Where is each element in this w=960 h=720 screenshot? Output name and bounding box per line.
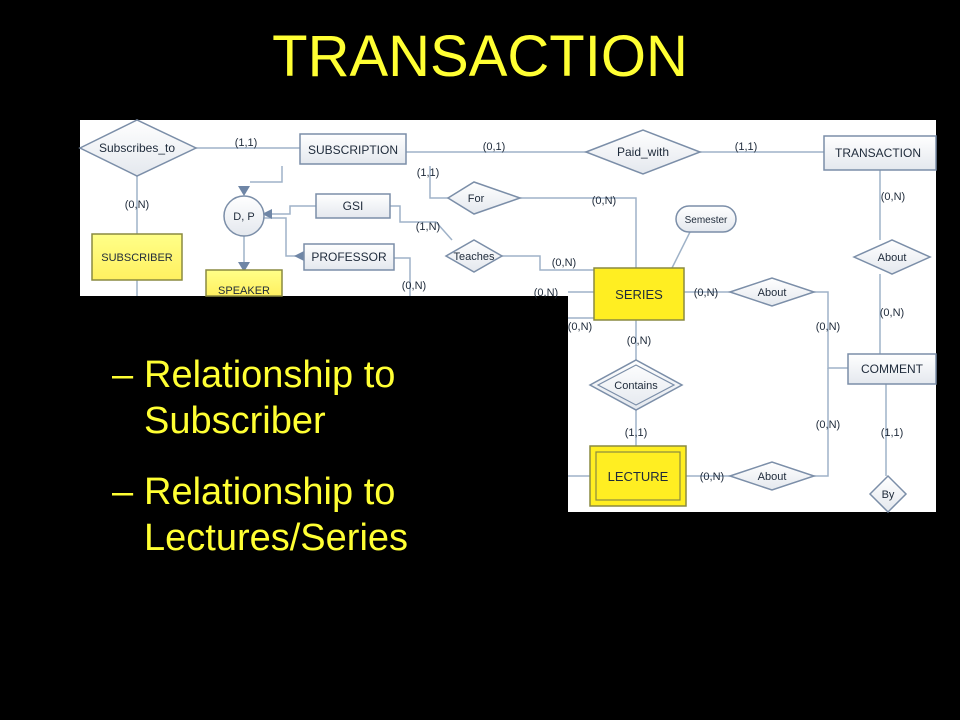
rel-teaches: Teaches xyxy=(444,239,504,273)
card-paid-transaction: (1,1) xyxy=(735,141,758,153)
entity-series-label: SERIES xyxy=(615,287,663,302)
card-subscribes-subscriber: (0,N) xyxy=(125,199,149,211)
arrow-from-gsi xyxy=(262,209,272,219)
entity-speaker-label: SPEAKER xyxy=(218,285,270,297)
card-about-comment-bottom: (0,N) xyxy=(816,419,840,431)
connector-lines xyxy=(136,147,887,477)
rel-about-transaction-label: About xyxy=(878,252,907,264)
card-lecture-about: (0,N) xyxy=(700,471,724,483)
entity-subscriber: SUBSCRIBER xyxy=(91,233,183,281)
rel-about-series: About xyxy=(727,277,817,307)
rel-subscribes-to: Subscribes_to xyxy=(78,119,198,177)
line-about-comment-left xyxy=(814,291,848,369)
rel-contains: Contains xyxy=(588,359,684,411)
entity-lecture-label: LECTURE xyxy=(608,469,669,484)
card-sub-subscribes: (1,1) xyxy=(235,137,258,149)
rel-about-series-label: About xyxy=(758,287,787,299)
bullet-text-line2: Lectures/Series xyxy=(144,517,409,559)
rel-for: For xyxy=(446,181,523,215)
rel-paid-with-label: Paid_with xyxy=(617,145,669,159)
entity-subscription: SUBSCRIPTION xyxy=(299,133,407,165)
card-series-left1: (0,N) xyxy=(534,287,558,299)
line-for-series xyxy=(520,197,637,268)
line-about-comment-bottom xyxy=(814,368,829,477)
specialization-label: D, P xyxy=(233,211,254,223)
bullet-text-line1: Relationship to xyxy=(144,471,396,513)
entity-speaker: SPEAKER xyxy=(205,269,283,297)
rel-contains-label: Contains xyxy=(614,380,658,392)
entity-subscription-label: SUBSCRIPTION xyxy=(308,143,398,157)
card-gsi-teaches: (1,N) xyxy=(416,221,440,233)
line-gsi-teaches xyxy=(390,205,453,241)
card-comment-by: (1,1) xyxy=(881,427,904,439)
bullet-dash: – xyxy=(112,471,134,513)
rel-paid-with: Paid_with xyxy=(583,129,703,175)
specialization-circle: D, P xyxy=(223,195,265,237)
entity-professor: PROFESSOR xyxy=(303,243,395,271)
line-professor-down xyxy=(394,257,411,296)
card-contains-lecture: (1,1) xyxy=(625,427,648,439)
bullet-item-subscriber: – Relationship to Subscriber xyxy=(112,352,504,444)
card-professor: (0,N) xyxy=(402,280,426,292)
entity-lecture: LECTURE xyxy=(589,445,687,507)
bullet-list: – Relationship to Subscriber – Relations… xyxy=(112,352,504,586)
entity-comment-label: COMMENT xyxy=(861,362,924,376)
entity-professor-label: PROFESSOR xyxy=(311,250,387,264)
bullet-text-line1: Relationship to xyxy=(144,354,396,396)
rel-by-label: By xyxy=(882,489,895,501)
entity-transaction-label: TRANSACTION xyxy=(835,146,921,160)
arrow-to-speaker xyxy=(238,262,250,272)
card-subscription-paid: (0,1) xyxy=(483,141,506,153)
card-for-series: (0,N) xyxy=(592,195,616,207)
line-subscription-gsi xyxy=(250,166,283,183)
bullet-dash: – xyxy=(112,354,134,396)
card-teaches-series: (0,N) xyxy=(552,257,576,269)
rel-subscribes-to-label: Subscribes_to xyxy=(99,141,175,155)
entity-gsi-label: GSI xyxy=(343,199,364,213)
bullet-item-lectures: – Relationship to Lectures/Series xyxy=(112,469,504,561)
card-transaction-about: (0,N) xyxy=(881,191,905,203)
rel-about-lecture: About xyxy=(727,461,817,491)
entity-gsi: GSI xyxy=(315,193,391,219)
card-series-contains: (0,N) xyxy=(627,335,651,347)
entity-subscriber-label: SUBSCRIBER xyxy=(101,252,173,264)
line-semester-series xyxy=(671,231,691,269)
rel-about-transaction: About xyxy=(852,239,932,275)
card-subscription-for: (1,1) xyxy=(417,167,440,179)
card-series-about: (0,N) xyxy=(694,287,718,299)
rel-about-lecture-label: About xyxy=(758,471,787,483)
entity-comment: COMMENT xyxy=(847,353,937,385)
arrow-to-dp xyxy=(238,186,250,196)
entity-transaction: TRANSACTION xyxy=(823,135,937,171)
card-series-left2: (0,N) xyxy=(568,321,592,333)
bullet-text-line2: Subscriber xyxy=(144,400,326,442)
arrow-from-professor xyxy=(294,251,304,261)
slide-title: TRANSACTION xyxy=(272,24,688,89)
entity-series: SERIES xyxy=(593,267,685,321)
rel-by: By xyxy=(868,474,908,514)
attr-semester-label: Semester xyxy=(685,215,728,226)
line-teaches-series xyxy=(502,255,594,271)
rel-for-label: For xyxy=(468,193,485,205)
attr-semester: Semester xyxy=(675,205,737,233)
line-subscription-for xyxy=(429,166,448,199)
card-comment-about-top: (0,N) xyxy=(880,307,904,319)
card-about-comment: (0,N) xyxy=(816,321,840,333)
line-dp-gsi xyxy=(262,205,316,215)
rel-teaches-label: Teaches xyxy=(454,251,495,263)
